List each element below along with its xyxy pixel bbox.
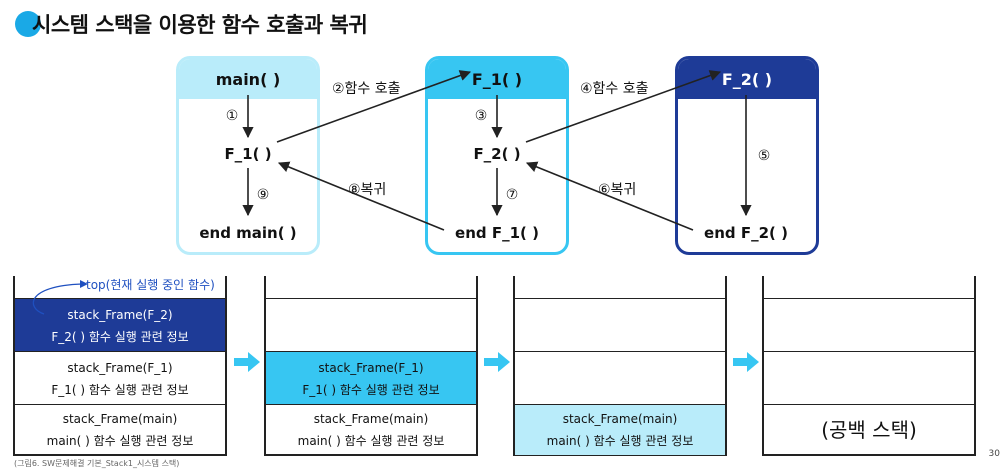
- arrow-call-f1: [276, 70, 472, 143]
- label-return-f1: ⑥복귀: [598, 182, 637, 198]
- stack-1-frame-main: stack_Frame(main)main( ) 함수 실행 관련 정보: [15, 404, 225, 455]
- top-pointer-arrow: [32, 280, 88, 315]
- step-9: ⑨: [256, 187, 270, 203]
- panel-f2: F_2( ): [675, 56, 819, 255]
- panel-f2-header: F_2( ): [678, 59, 816, 99]
- panel-main-header: main( ): [179, 59, 317, 99]
- stack-2-frame-main: stack_Frame(main)main( ) 함수 실행 관련 정보: [266, 404, 476, 455]
- label-call-f2: ④함수 호출: [580, 81, 649, 97]
- stack-4-empty: (공백 스택): [764, 404, 974, 455]
- panel-f2-title: F_2( ): [721, 69, 773, 89]
- step-1: ①: [225, 108, 239, 124]
- stack-1: stack_Frame(F_2)F_2( ) 함수 실행 관련 정보 stack…: [13, 276, 227, 456]
- transition-arrow-2: [484, 352, 510, 372]
- panel-f1-title: F_1( ): [471, 69, 523, 89]
- node-end-main: end main( ): [199, 224, 297, 242]
- arrow-return-f1: [525, 161, 694, 231]
- stack-1-frame-f2: stack_Frame(F_2)F_2( ) 함수 실행 관련 정보: [15, 298, 225, 352]
- step-5: ⑤: [757, 148, 771, 164]
- transition-arrow-1: [234, 352, 260, 372]
- panel-main: main( ): [176, 56, 320, 255]
- node-f1-call-f2: F_2( ): [473, 145, 521, 163]
- top-pointer-label: top(현재 실행 중인 함수): [86, 278, 215, 292]
- page-title: 시스템 스택을 이용한 함수 호출과 복귀: [32, 13, 368, 37]
- label-return-main: ⑧복귀: [348, 182, 387, 198]
- step-3: ③: [474, 108, 488, 124]
- node-end-f1: end F_1( ): [455, 224, 539, 242]
- page-number: 30: [988, 449, 1000, 459]
- stack-3-frame-main: stack_Frame(main)main( ) 함수 실행 관련 정보: [515, 404, 725, 455]
- arrow-return-main: [277, 161, 445, 231]
- stack-3: stack_Frame(main)main( ) 함수 실행 관련 정보: [513, 276, 727, 456]
- panel-main-title: main( ): [215, 69, 281, 89]
- title-bullet: [15, 11, 41, 37]
- label-call-f1: ②함수 호출: [332, 81, 401, 97]
- node-end-f2: end F_2( ): [704, 224, 788, 242]
- stack-2-frame-f1: stack_Frame(F_1)F_1( ) 함수 실행 관련 정보: [266, 351, 476, 405]
- stack-2: stack_Frame(F_1)F_1( ) 함수 실행 관련 정보 stack…: [264, 276, 478, 456]
- step-7: ⑦: [505, 187, 519, 203]
- arrow-call-f2: [525, 70, 722, 143]
- transition-arrow-3: [733, 352, 759, 372]
- stack-4: (공백 스택): [762, 276, 976, 456]
- figure-caption: (그림6. SW문제해결 기본_Stack1_시스템 스택): [14, 459, 180, 468]
- stack-1-frame-f1: stack_Frame(F_1)F_1( ) 함수 실행 관련 정보: [15, 351, 225, 405]
- node-main-call-f1: F_1( ): [224, 145, 272, 163]
